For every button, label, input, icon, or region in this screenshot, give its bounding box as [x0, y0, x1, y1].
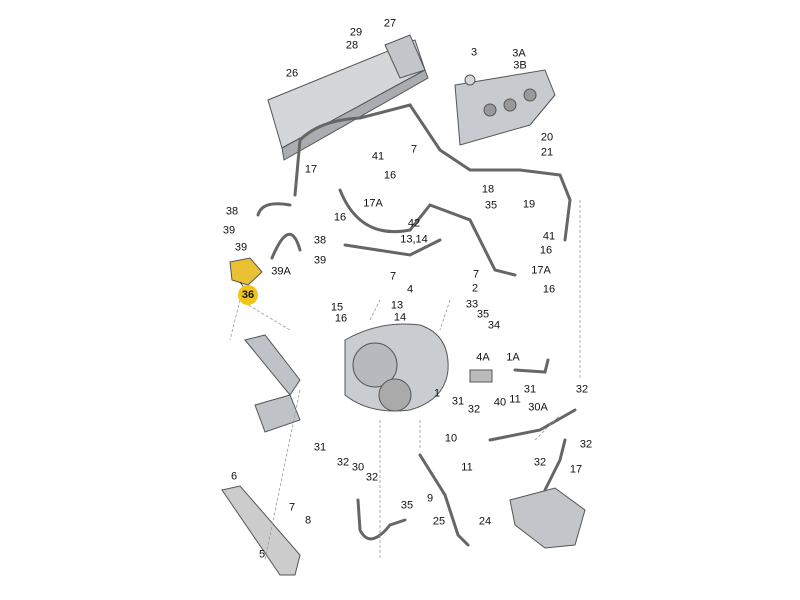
callout-label: 39A	[271, 265, 291, 278]
manifold-nut	[464, 74, 476, 86]
oil-return-pipe-9	[418, 453, 470, 547]
callout-label: 16	[383, 169, 397, 182]
callout-label: 6	[230, 470, 238, 483]
callout-label: 18	[481, 183, 495, 196]
intake-hose	[244, 334, 301, 396]
callout-label: 39	[313, 254, 327, 267]
callout-label: 40	[493, 396, 507, 409]
callout-label: 16	[333, 211, 347, 224]
sensor-lead	[513, 358, 550, 374]
manifold-port	[483, 103, 497, 117]
callout-label: 35	[476, 308, 490, 321]
callout-label: 30A	[528, 401, 548, 414]
callout-label: 41	[371, 150, 385, 163]
callout-label: 16	[334, 312, 348, 325]
callout-label: 17A	[531, 264, 551, 277]
oil-pipe-30a	[488, 408, 577, 442]
callout-label: 14	[393, 311, 407, 324]
callout-label: 10	[444, 432, 458, 445]
callout-label: 19	[522, 198, 536, 211]
heat-shield-end	[384, 34, 426, 79]
callout-label: 32	[336, 456, 350, 469]
coolant-pipe-17a	[338, 188, 517, 277]
callout-label: 31	[451, 395, 465, 408]
callout-label: 17	[569, 463, 583, 476]
callout-label: 27	[383, 17, 397, 30]
callout-label: 31	[523, 383, 537, 396]
turbo-turbine-housing	[378, 378, 412, 412]
callout-label: 16	[539, 244, 553, 257]
callout-label-highlighted: 36	[238, 285, 258, 305]
callout-label: 30	[351, 461, 365, 474]
callout-label: 32	[365, 471, 379, 484]
callout-label: 29	[349, 26, 363, 39]
callout-label: 11	[509, 393, 521, 406]
callout-label: 8	[304, 514, 312, 527]
callout-label: 35	[484, 199, 498, 212]
manifold-port	[523, 88, 537, 102]
callout-label: 39	[222, 224, 236, 237]
turbo-compressor-housing	[352, 342, 398, 388]
callout-label: 25	[432, 515, 446, 528]
callout-label: 24	[478, 515, 492, 528]
intake-hose-lower	[254, 394, 301, 433]
vacuum-unit-36	[229, 257, 263, 286]
callout-label: 28	[345, 39, 359, 52]
callout-label: 20	[540, 131, 554, 144]
callout-label: 3	[470, 46, 478, 59]
callout-label: 4	[406, 283, 414, 296]
callout-label: 34	[487, 319, 501, 332]
callout-label: 2	[471, 282, 479, 295]
callout-label: 3A	[512, 47, 526, 60]
callout-label: 35	[400, 499, 414, 512]
callout-label: 32	[467, 403, 481, 416]
callout-label: 13,14	[400, 233, 428, 246]
heat-shield-side	[281, 69, 429, 161]
callout-label: 16	[542, 283, 556, 296]
manifold-port	[503, 98, 517, 112]
callout-label: 38	[225, 205, 239, 218]
callout-label: 32	[575, 383, 589, 396]
callout-label: 7	[410, 143, 418, 156]
callout-label: 26	[285, 67, 299, 80]
callout-label: 3B	[513, 59, 527, 72]
callout-label: 32	[579, 438, 593, 451]
callout-label: 7	[288, 501, 296, 514]
sensor-1a	[469, 369, 493, 383]
callout-label: 5	[258, 548, 266, 561]
callout-label: 4A	[476, 351, 490, 364]
coolant-pipe	[293, 103, 572, 242]
callout-label: 7	[389, 270, 397, 283]
callout-label: 7	[472, 268, 480, 281]
callout-label: 21	[540, 146, 554, 159]
leader-lines	[229, 200, 581, 561]
callout-label: 11	[461, 461, 473, 474]
callout-label: 9	[426, 492, 434, 505]
pipe-13-14	[343, 238, 442, 257]
callout-label: 38	[313, 234, 327, 247]
hose-38	[256, 202, 302, 260]
callout-label: 39	[234, 241, 248, 254]
callout-label: 13	[390, 299, 404, 312]
pipe-17	[543, 438, 567, 492]
callout-label: 32	[533, 456, 547, 469]
callout-label: 15	[330, 301, 344, 314]
callout-label: 17A	[363, 197, 383, 210]
oil-pipe-30	[356, 498, 407, 541]
bracket	[221, 485, 301, 576]
callout-label: 33	[465, 298, 479, 311]
callout-label: 17	[304, 163, 318, 176]
callout-label: 42	[407, 217, 421, 230]
callout-label: 41	[542, 230, 556, 243]
callout-label: 1A	[506, 351, 520, 364]
callout-label: 1	[433, 387, 441, 400]
oil-filter-housing	[509, 487, 586, 549]
callout-label: 31	[313, 441, 327, 454]
